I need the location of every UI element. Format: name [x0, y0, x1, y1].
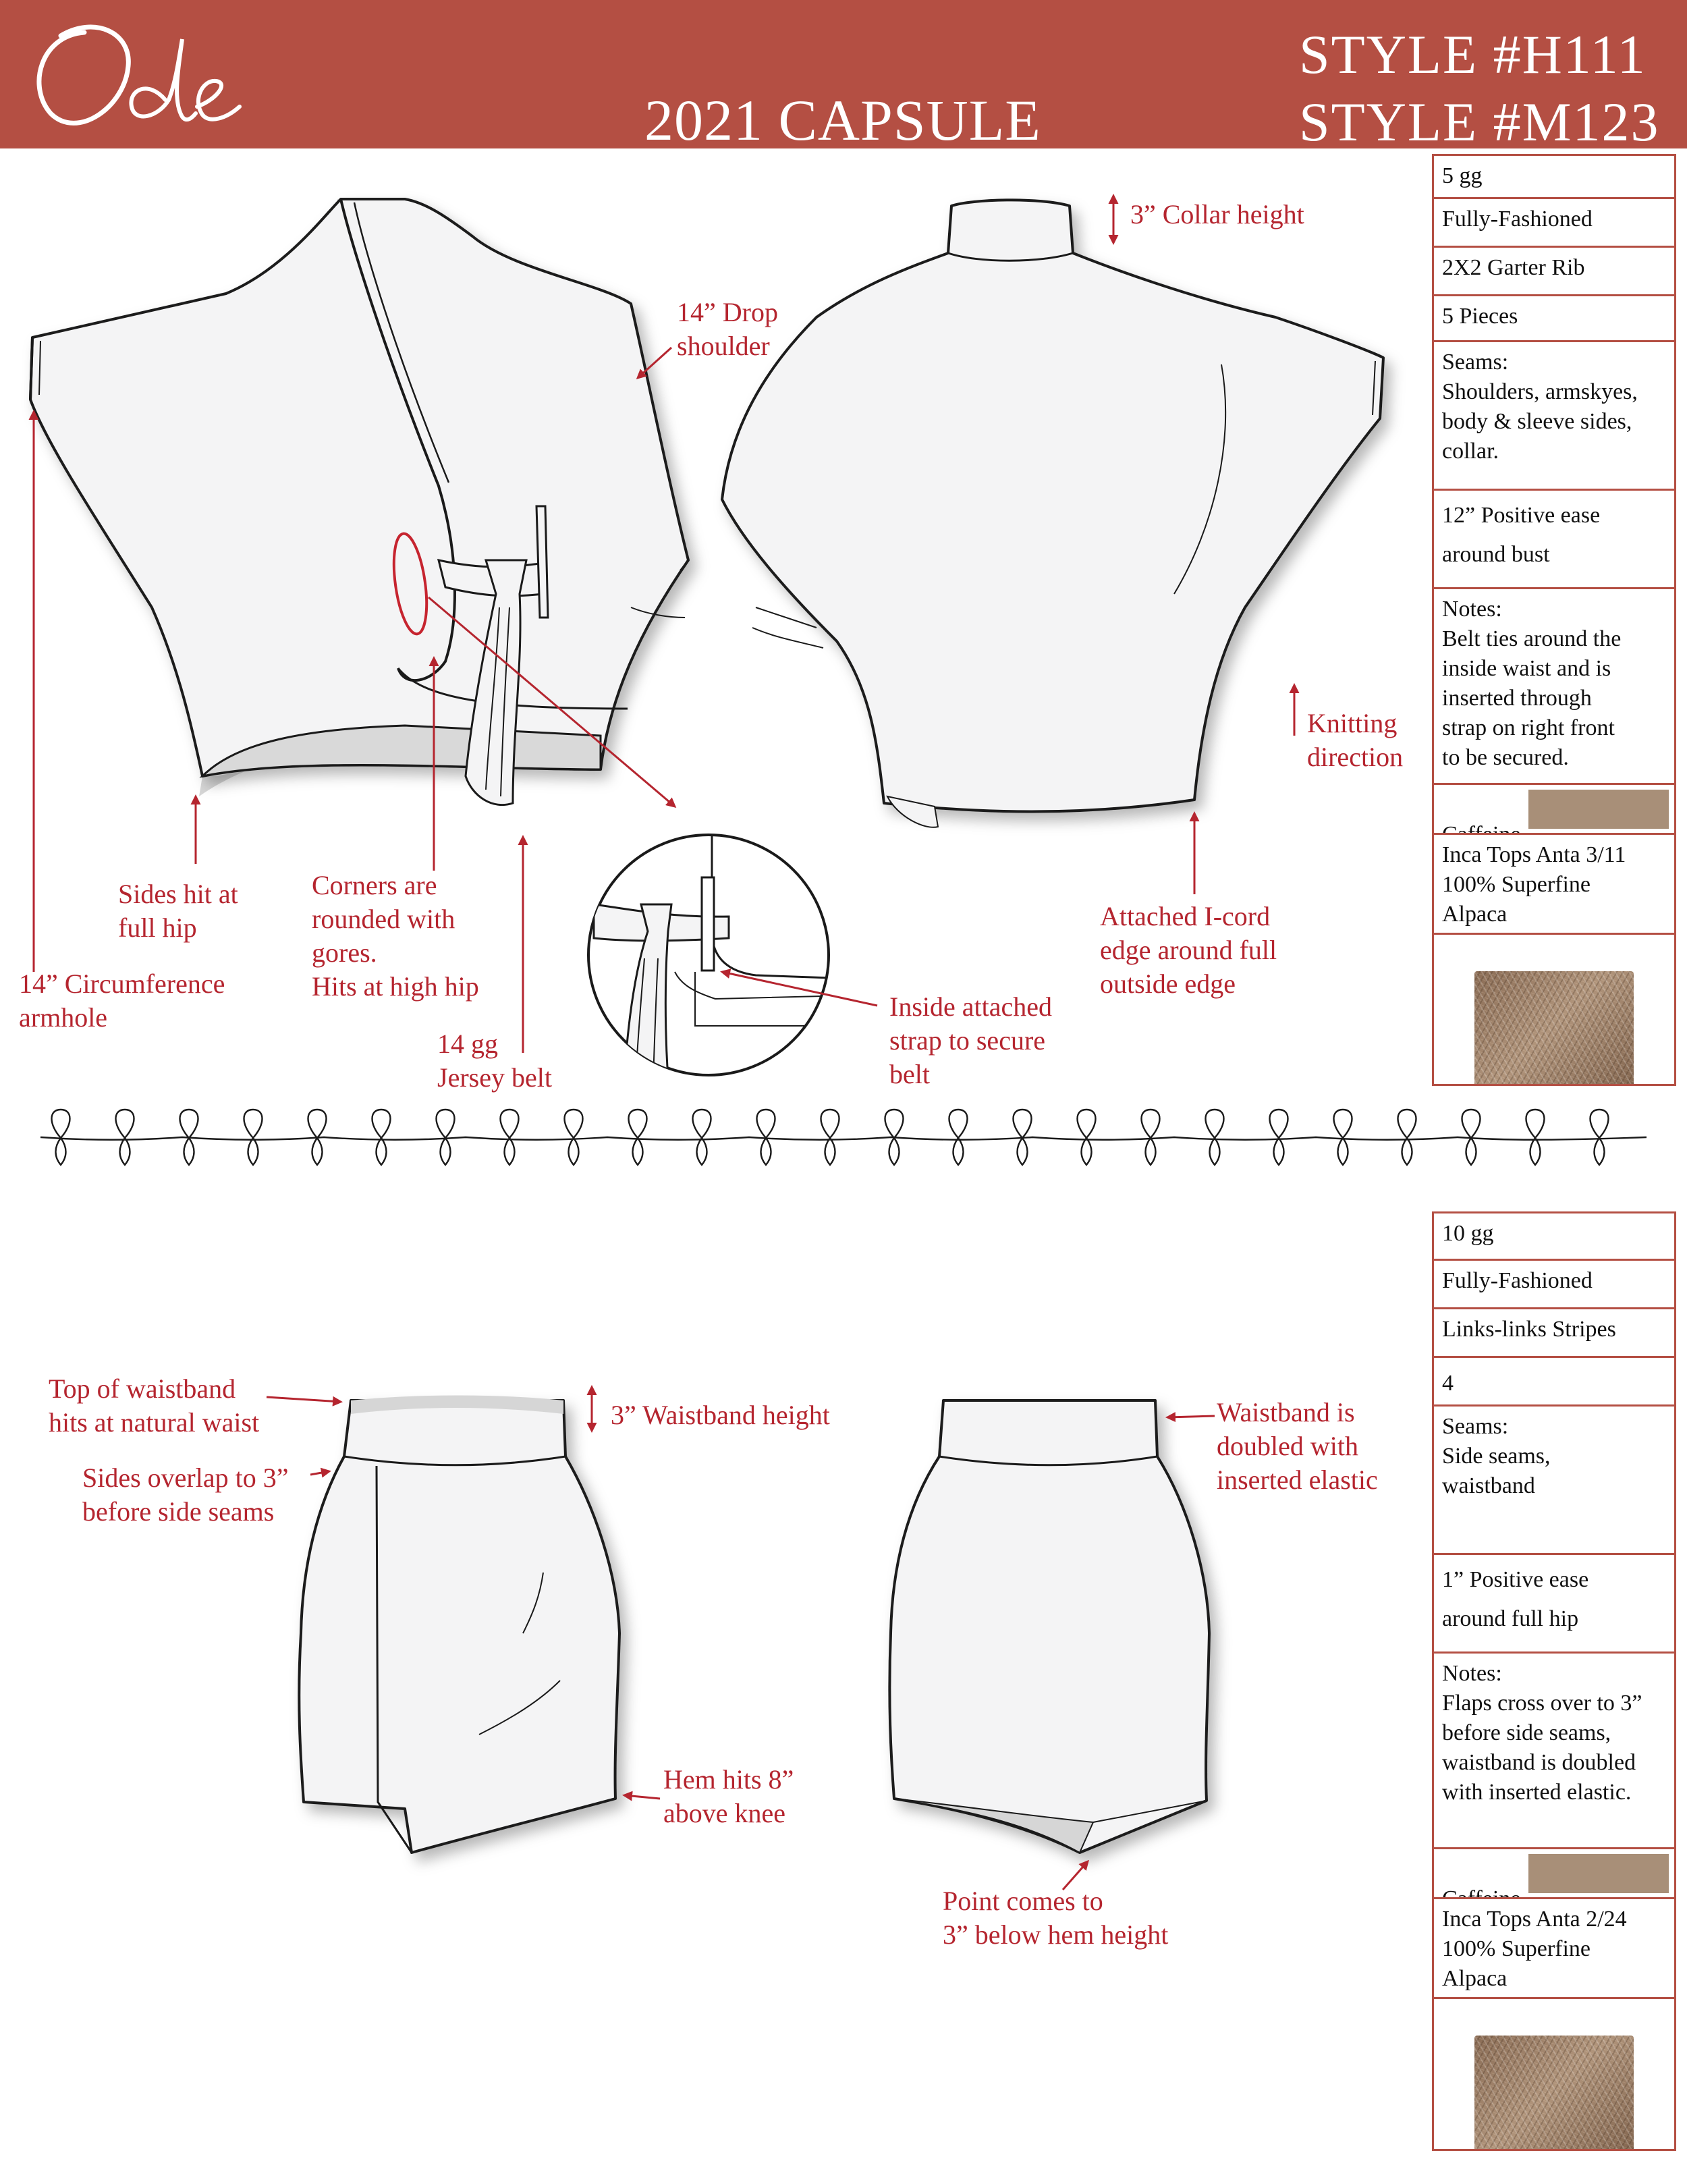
spec-yarn: Inca Tops Anta 3/11 100% Superfine Alpac… [1434, 835, 1674, 935]
corners-label: Corners are rounded with gores. Hits at … [312, 870, 479, 1002]
sides-hit-label: Sides hit at full hip [118, 879, 238, 943]
drop-shoulder-label: 14” Drop shoulder [677, 297, 778, 361]
yarn-cone-image [1474, 2036, 1634, 2149]
front-skirt-flat [298, 1395, 621, 1854]
spec-gauge: 5 gg [1434, 156, 1674, 199]
color-name: Caffeine [1442, 1886, 1521, 1899]
strap-detail-callout [587, 834, 830, 1076]
header-banner: 2021 CAPSULE STYLE #H111 STYLE #M123 [0, 0, 1687, 153]
jersey-belt-label: 14 gg Jersey belt [437, 1029, 552, 1093]
waistband-height-label: 3” Waistband height [611, 1400, 830, 1430]
top-waistband-label: Top of waistband hits at natural waist [49, 1373, 260, 1438]
yarn-photo-cell [1434, 935, 1674, 1084]
inside-strap-label: Inside attached strap to secure belt [889, 991, 1052, 1089]
yarn-photo-cell [1434, 1999, 1674, 2149]
capsule-title: 2021 CAPSULE [644, 88, 1041, 153]
back-skirt-flat [888, 1399, 1211, 1854]
knitting-direction-label: Knitting direction [1307, 708, 1404, 772]
spec-pieces: 5 Pieces [1434, 296, 1674, 342]
armhole-label: 14” Circumference armhole [19, 968, 225, 1033]
spec-stitch: 2X2 Garter Rib [1434, 248, 1674, 296]
spec-seams: Seams: Side seams, waistband [1434, 1407, 1674, 1555]
annotation-arrows [28, 194, 1300, 1890]
spec-notes: Notes: Flaps cross over to 3” before sid… [1434, 1654, 1674, 1849]
spec-yarn: Inca Tops Anta 2/24 100% Superfine Alpac… [1434, 1899, 1674, 1999]
spec-construction: Fully-Fashioned [1434, 199, 1674, 248]
spec-table-cardigan: 5 gg Fully-Fashioned 2X2 Garter Rib 5 Pi… [1432, 154, 1676, 1086]
color-name: Caffeine [1442, 822, 1521, 835]
spec-stitch: Links-links Stripes [1434, 1309, 1674, 1358]
front-cardigan-flat [29, 198, 690, 807]
spec-construction: Fully-Fashioned [1434, 1261, 1674, 1309]
waistband-doubled-label: Waistband is doubled with inserted elast… [1217, 1397, 1378, 1495]
spec-color-row: Caffeine [1434, 785, 1674, 835]
spec-ease: 1” Positive ease around full hip [1434, 1555, 1674, 1654]
spec-pieces: 4 [1434, 1358, 1674, 1407]
spec-seams: Seams: Shoulders, armskyes, body & sleev… [1434, 342, 1674, 491]
sides-overlap-label: Sides overlap to 3” before side seams [82, 1463, 289, 1527]
ode-logo [36, 24, 242, 126]
color-swatch [1528, 790, 1669, 829]
back-cardigan-flat [721, 198, 1385, 828]
spec-color-row: Caffeine [1434, 1849, 1674, 1899]
spec-notes: Notes: Belt ties around the inside waist… [1434, 589, 1674, 785]
collar-height-label: 3” Collar height [1130, 199, 1304, 229]
yarn-cone-image [1474, 971, 1634, 1084]
spec-table-skirt: 10 gg Fully-Fashioned Links-links Stripe… [1432, 1211, 1676, 2151]
hem-hits-label: Hem hits 8” above knee [663, 1764, 794, 1828]
decorative-divider [40, 1108, 1647, 1166]
spec-gauge: 10 gg [1434, 1213, 1674, 1261]
icord-label: Attached I-cord edge around full outside… [1100, 901, 1277, 999]
style-number-top: STYLE #H111 [1299, 24, 1647, 85]
color-swatch [1528, 1854, 1669, 1893]
point-label: Point comes to 3” below hem height [943, 1886, 1169, 1950]
spec-ease: 12” Positive ease around bust [1434, 491, 1674, 589]
style-number-bottom: STYLE #M123 [1299, 91, 1660, 153]
